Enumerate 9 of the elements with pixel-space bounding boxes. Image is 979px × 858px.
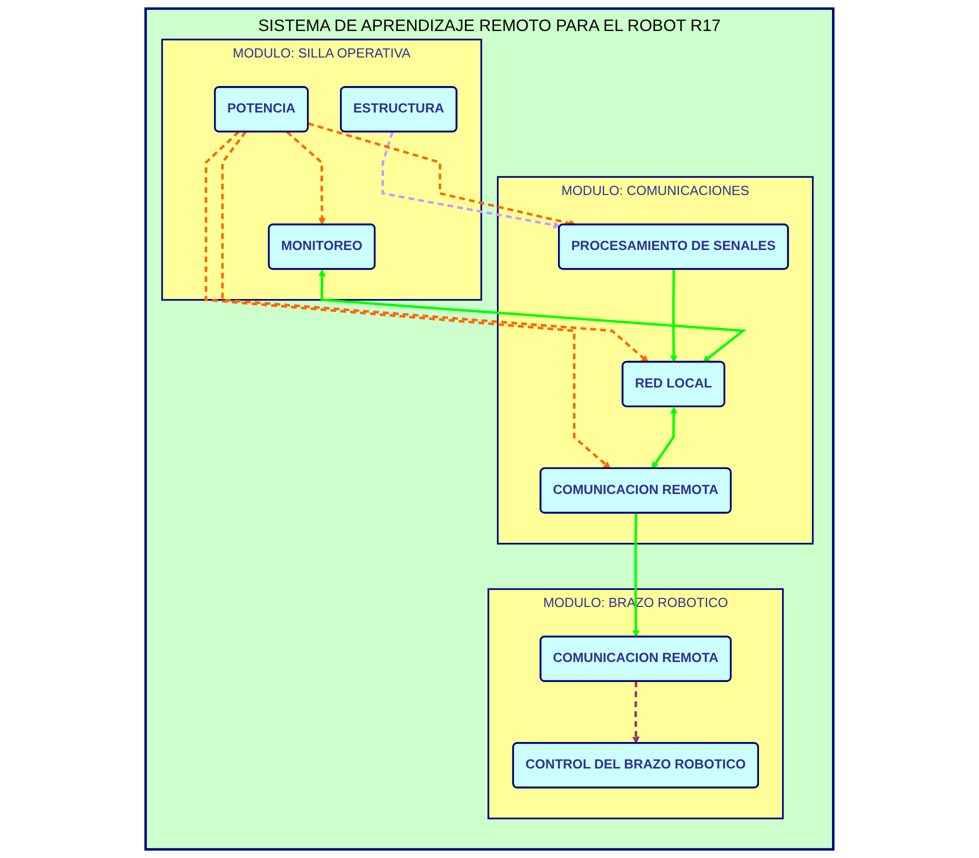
arrow — [382, 132, 561, 229]
arrow — [632, 681, 640, 744]
arrow — [318, 269, 746, 362]
arrow — [286, 131, 326, 226]
arrow — [652, 406, 678, 469]
arrow — [670, 269, 678, 362]
arrow — [632, 513, 640, 638]
arrow — [204, 131, 611, 469]
arrow — [221, 131, 649, 362]
